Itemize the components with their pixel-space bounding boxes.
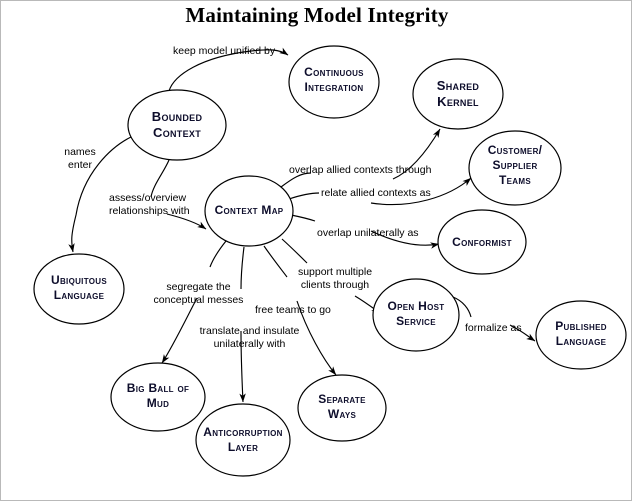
- node-context-map[interactable]: [204, 175, 294, 247]
- edge-keep-model-unified-by: [168, 47, 289, 92]
- edge-assess-overview: [150, 159, 170, 198]
- edge-overlap-allied-contexts-through: [280, 172, 312, 188]
- page-title: Maintaining Model Integrity: [185, 3, 449, 27]
- edge-overlap-allied-arrow: [392, 128, 441, 180]
- edge-relate-allied-arrow: [370, 177, 472, 206]
- node-shared-kernel[interactable]: [412, 58, 504, 130]
- node-continuous-integration[interactable]: [288, 45, 380, 119]
- edge-segregate-the-conceptual-messes: [209, 240, 227, 268]
- edge-overlap-unilaterally-as: [290, 214, 316, 222]
- node-anticorruption-layer[interactable]: [195, 403, 291, 477]
- edge-free-teams-arrow: [296, 300, 337, 376]
- edge-free-teams-to-go: [263, 245, 288, 278]
- node-customer-supplier-teams[interactable]: [468, 130, 562, 206]
- edge-assess-overview-arrow: [166, 213, 207, 230]
- node-bounded-context[interactable]: [127, 89, 227, 161]
- edge-names-enter: [68, 136, 132, 253]
- node-published-language[interactable]: [535, 300, 627, 370]
- edge-formalize-as: [452, 296, 472, 318]
- edge-formalize-as-arrow: [509, 324, 536, 342]
- edge-translate-and-insulate: [240, 246, 245, 290]
- edge-translate-arrow: [239, 330, 246, 403]
- edge-overlap-unilaterally-arrow: [370, 230, 440, 249]
- node-ubiquitous-language[interactable]: [33, 253, 125, 325]
- node-open-host-service[interactable]: [372, 278, 460, 352]
- edge-segregate-arrow: [161, 297, 198, 364]
- edge-relate-allied-contexts-as: [288, 192, 320, 200]
- node-big-ball-of-mud[interactable]: [110, 362, 206, 432]
- node-separate-ways[interactable]: [297, 374, 387, 442]
- edge-support-multiple-clients-through: [281, 238, 308, 264]
- node-conformist[interactable]: [437, 209, 527, 275]
